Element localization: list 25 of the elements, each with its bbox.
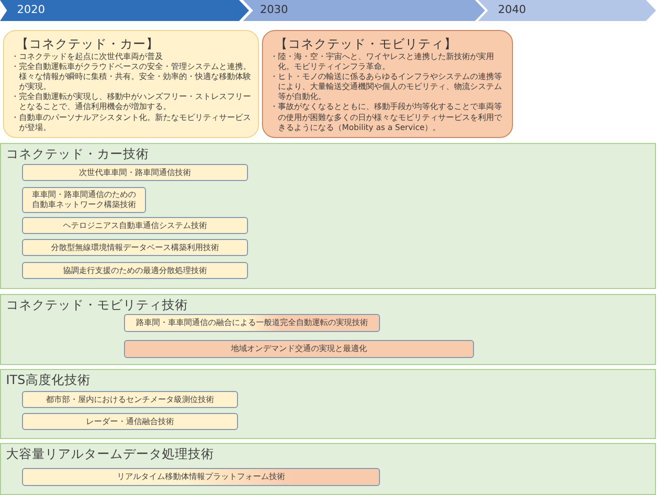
card-heading: 【コネクテッド・モビリティ】: [274, 36, 458, 52]
year-label: 2020: [17, 3, 45, 17]
panel-title: ITS高度化技術: [6, 372, 90, 387]
category-panel: [0, 294, 656, 365]
timeline-segment: [243, 0, 485, 21]
bullet-item: ・完全自動運転が実現し、移動中がハンズフリー・ストレスフリーとなることで、通信利用機会が増加する。: [11, 92, 252, 113]
year-label: 2030: [260, 3, 288, 17]
category-panel: [0, 369, 656, 439]
year-label: 2040: [498, 3, 526, 17]
category-panel: [0, 443, 656, 495]
timeline-segment: [0, 0, 249, 21]
bullet-item: ・自動車のパーソナルアシスタント化。新たなモビリティサービスが登場。: [11, 112, 252, 133]
bullet-item: ・完全自動運転車がクラウドベースの安全・管理システムと連携。様々な情報が瞬時に集積・共有。安全・効率的・快適な移動体験が実現。: [11, 62, 252, 92]
panel-title: 大容量リアルタームデータ処理技術: [6, 446, 214, 461]
category-panel: [0, 143, 656, 289]
panel-title: コネクテッド・カー技術: [6, 146, 149, 161]
summary-card: [262, 30, 513, 138]
timeline-segment: [478, 0, 656, 21]
card-heading: 【コネクテッド・カー】: [15, 36, 160, 52]
bullet-item: ・コネクテッドを起点に次世代車両が普及: [11, 52, 164, 62]
bullet-item: ・ヒト・モノの輸送に係るあらゆるインフラやシステムの連携等により、大量輸送交通機関や個人のモビリティ、物流システム等が自動化。: [270, 72, 503, 102]
bullet-item: ・事故がなくなるとともに、移動手段が均等化することで車両等の使用が困難な多くの日が様々なモビリティサービスを利用できるようになる（Mobility as a Service）。: [270, 102, 503, 133]
summary-card: [3, 30, 259, 138]
panel-title: コネクテッド・モビリティ技術: [6, 297, 188, 312]
bullet-item: ・陸・海・空・宇宙へと、ワイヤレスと連携した新技術が実用化。モビリティインフラ革命。: [270, 52, 495, 72]
